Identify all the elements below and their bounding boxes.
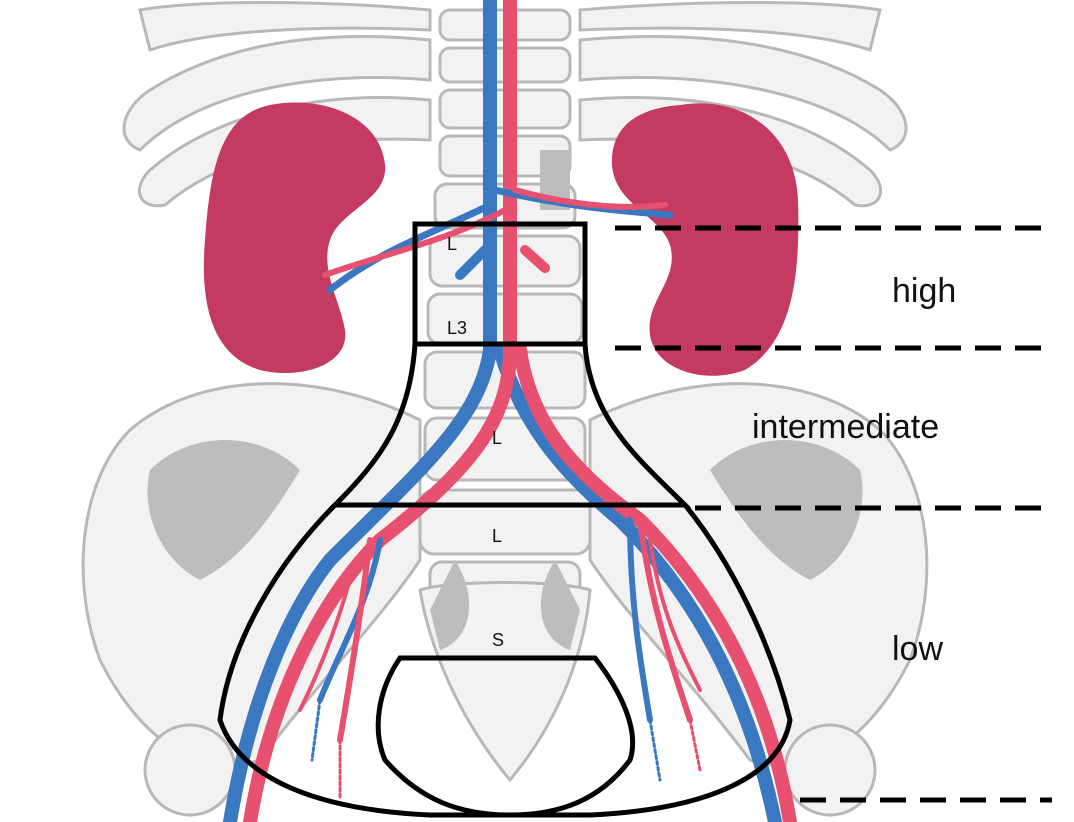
zone-label-intermediate: intermediate (752, 408, 939, 447)
vertebra-label-l-mid: L (492, 428, 502, 449)
kidney-left (204, 103, 385, 374)
vertebra-label-l-lower: L (492, 526, 502, 547)
zone-label-high: high (892, 272, 956, 311)
kidney-right (612, 103, 798, 375)
vertebra-label-l-upper: L (447, 234, 457, 255)
vertebra-label-l3: L3 (447, 318, 467, 339)
vertebra-label-sacrum: S (492, 630, 504, 651)
zone-label-low: low (892, 630, 943, 669)
vertebra-l6 (420, 490, 590, 554)
femur-head-left (145, 725, 235, 815)
